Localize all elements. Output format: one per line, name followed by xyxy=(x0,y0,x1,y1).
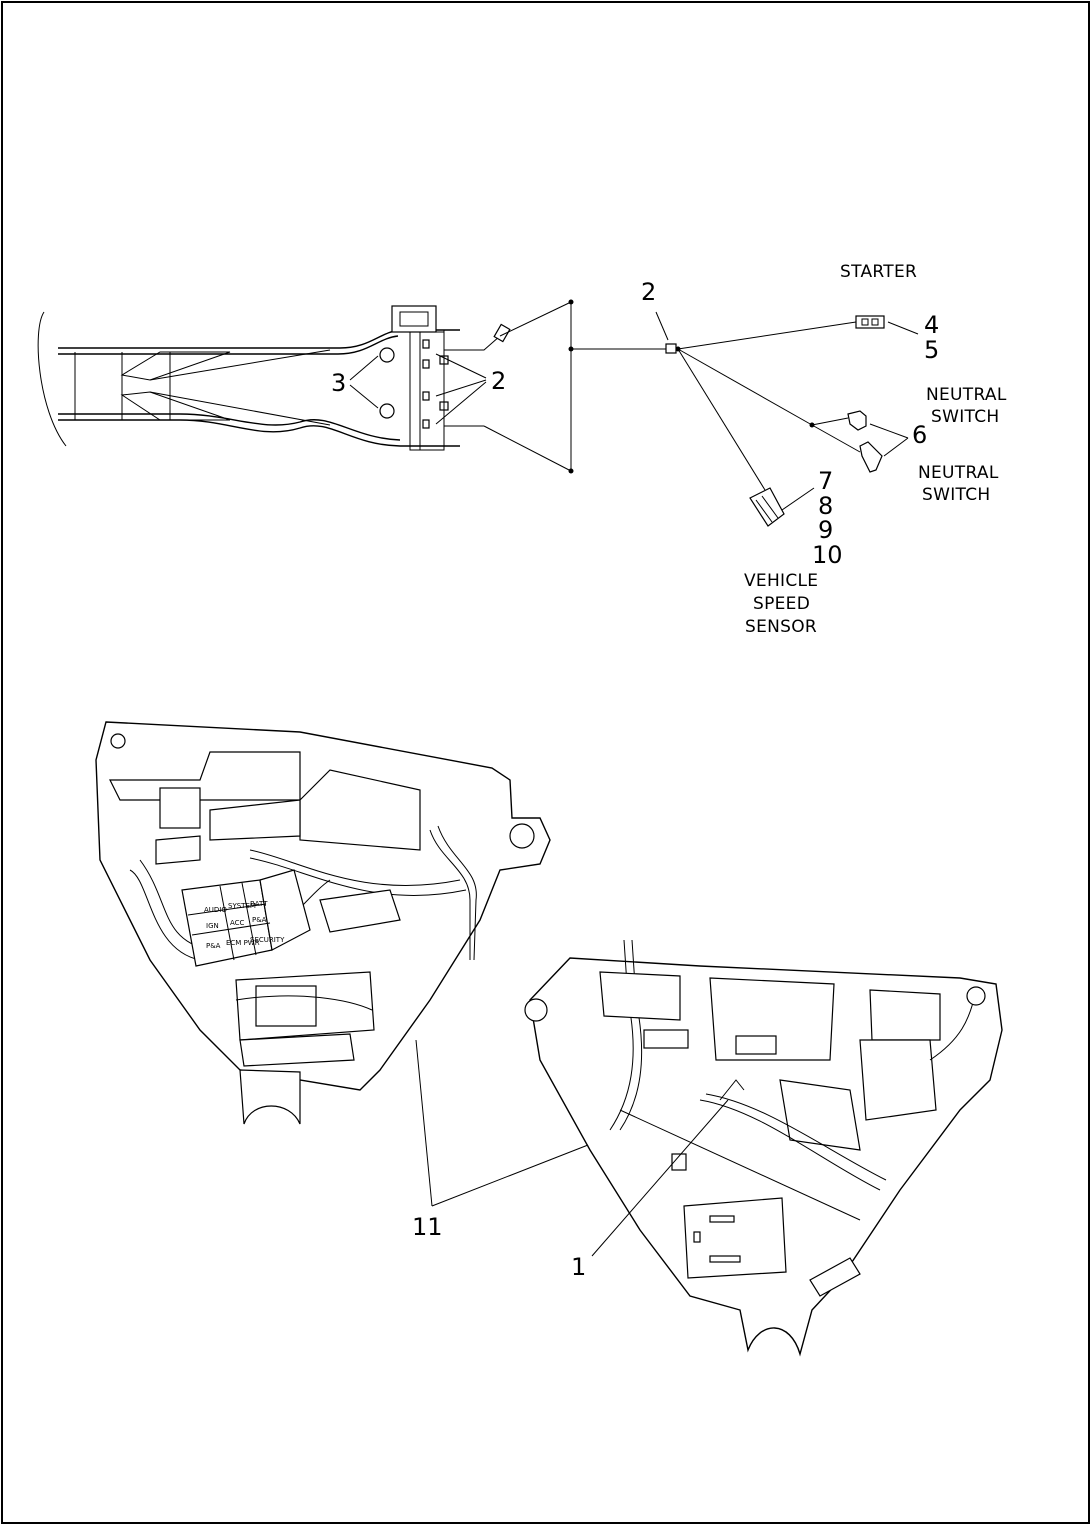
callout-1: 1 xyxy=(571,1253,586,1281)
fuse-cell-label: IGN xyxy=(206,922,219,930)
fuse-cell-label: SECURITY xyxy=(250,936,285,944)
electrical-caddy-right-illustration xyxy=(524,939,1003,1357)
callout-10: 10 xyxy=(812,541,843,569)
label-neutral-switch-1-line2: SWITCH xyxy=(931,407,999,427)
fuse-cell-label: SYSTEM xyxy=(228,902,256,910)
callout-9: 9 xyxy=(818,516,833,544)
fuse-cell-label: ECM PWR xyxy=(226,939,260,947)
fuse-cell-label: AUDIO xyxy=(204,906,227,914)
callout-8: 8 xyxy=(818,492,833,520)
label-vss-line2: SPEED xyxy=(753,594,810,614)
callout-5: 5 xyxy=(924,336,939,364)
label-neutral-switch-2-line1: NEUTRAL xyxy=(918,463,999,483)
label-vss-line3: SENSOR xyxy=(745,617,817,637)
callout-3: 3 xyxy=(331,369,346,397)
callout-11: 11 xyxy=(412,1213,443,1241)
fuse-cell-label: ACC xyxy=(230,919,245,927)
label-neutral-switch-1-line1: NEUTRAL xyxy=(926,385,1007,405)
vehicle-speed-sensor-connector xyxy=(749,487,785,527)
callout-4: 4 xyxy=(924,311,939,339)
detail-bracket-lines xyxy=(483,299,670,474)
callout-2-frame-clips: 2 xyxy=(491,367,506,395)
callout-6: 6 xyxy=(912,421,927,449)
fuse-cell-label: P&A xyxy=(206,942,221,950)
neutral-switch-connector-1 xyxy=(847,410,867,431)
callout-7: 7 xyxy=(818,467,833,495)
fuse-cell-label: BATT xyxy=(250,900,268,908)
callout-2-harness-clip: 2 xyxy=(641,278,656,306)
label-vss-line1: VEHICLE xyxy=(744,571,818,591)
harness-illustration xyxy=(655,311,919,527)
label-neutral-switch-2-line2: SWITCH xyxy=(922,485,990,505)
fuse-block: AUDIO SYSTEM BATT IGN ACC P&A P&A ECM PW… xyxy=(181,869,311,967)
neutral-switch-connector-2 xyxy=(859,441,883,473)
label-starter: STARTER xyxy=(840,262,917,282)
lower-callout-leaders xyxy=(415,1039,729,1257)
motorcycle-frame-illustration xyxy=(37,305,511,451)
starter-connector xyxy=(855,315,885,329)
electrical-caddy-left-illustration: AUDIO SYSTEM BATT IGN ACC P&A P&A ECM PW… xyxy=(95,721,551,1125)
fuse-cell-label: P&A xyxy=(252,916,267,924)
